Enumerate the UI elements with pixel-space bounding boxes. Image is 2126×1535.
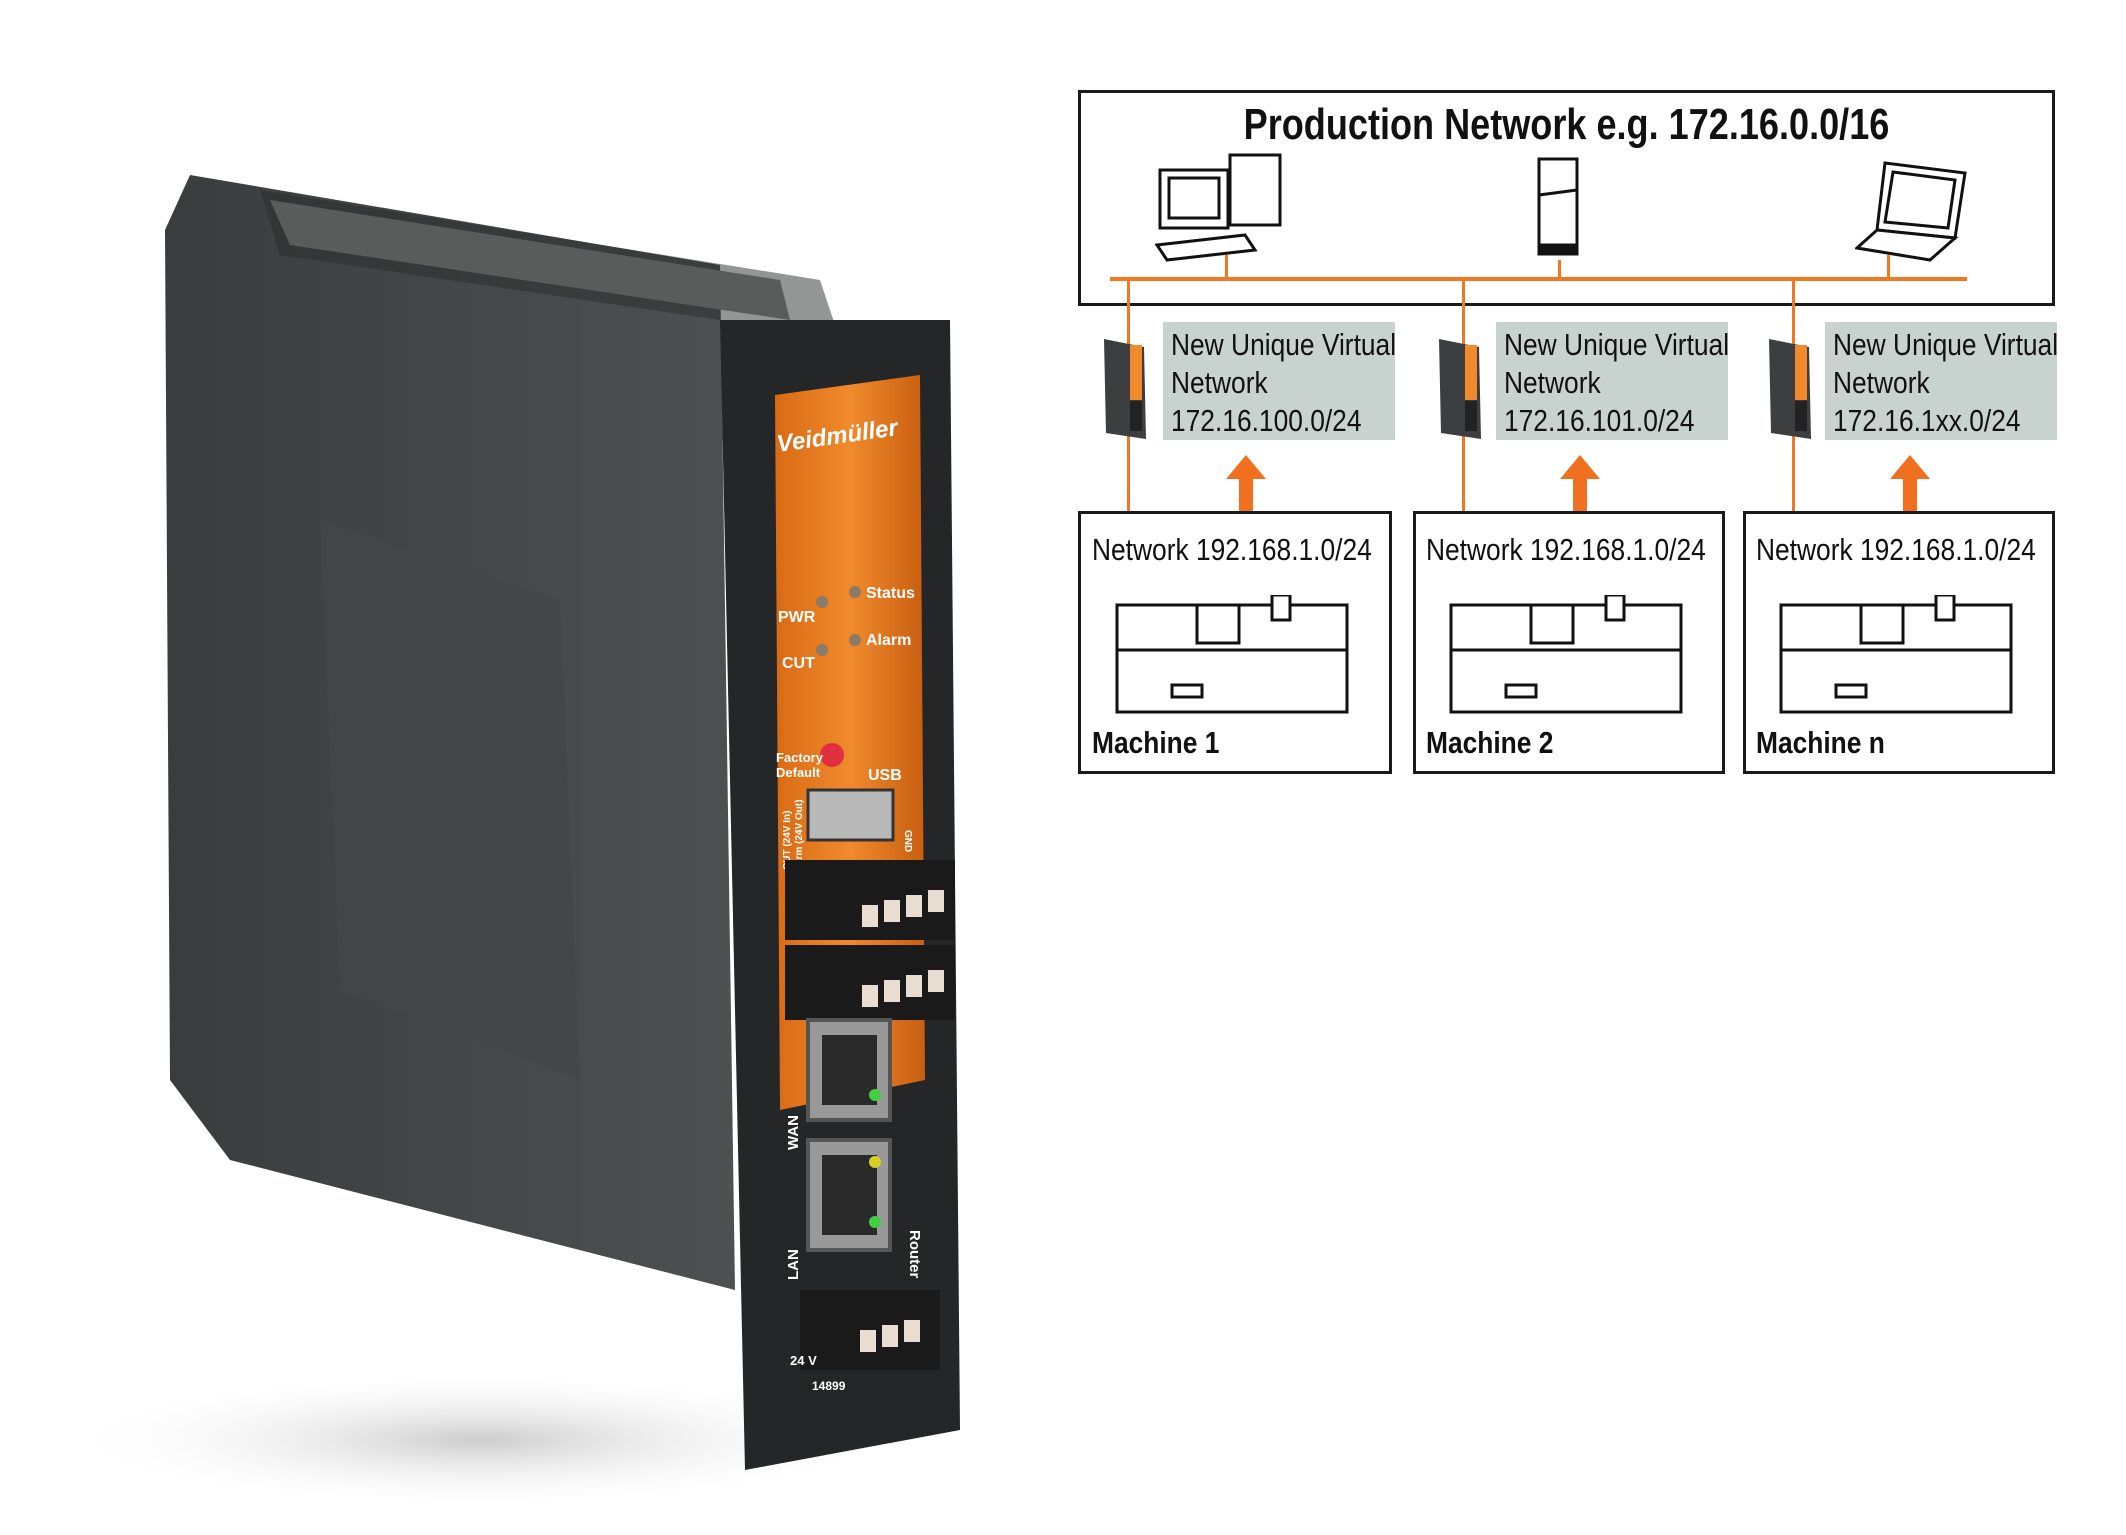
machine-label: Machine n [1756,725,1885,760]
alarm-out-label: Alarm (24V Out) [794,799,805,875]
status-led [849,586,861,598]
lan-label: LAN [785,1249,802,1280]
usb-port[interactable] [806,788,895,842]
power-label: 24 V [790,1353,817,1368]
arrow-up-icon [1890,455,1930,527]
wan-label: WAN [785,1115,802,1150]
cut-label: CUT [782,655,815,672]
machine-icon [1449,595,1683,714]
router-mini-icon [1104,339,1146,439]
virtual-network-box: New Unique Virtual Network 172.16.100.0/… [1163,322,1397,440]
factory-default-button[interactable] [820,743,844,767]
router-mini-icon [1439,339,1481,439]
alarm-led [849,634,861,646]
machine-label: Machine 1 [1092,725,1220,760]
machine-icon [1115,595,1349,714]
arrow-up-icon [1560,455,1600,527]
vnet-label: New Unique Virtual [1504,327,1730,362]
router-label: Router [906,1230,923,1278]
arrow-up-icon [1226,455,1266,527]
vnet-label: New Unique Virtual [1171,327,1397,362]
virtual-network-box: New Unique Virtual Network 172.16.101.0/… [1496,322,1730,440]
machine-label: Machine 2 [1426,725,1554,760]
vnet-subnet: 172.16.1xx.0/24 [1833,403,2021,438]
diagram-title: Production Network e.g. 172.16.0.0/16 [1243,100,1890,149]
terminal-block-bottom [785,945,955,1020]
factory-label-2: Default [776,765,821,780]
status-label: Status [866,585,915,602]
laptop-icon [1855,161,1967,262]
machine-network-label: Network 192.168.1.0/24 [1426,532,1706,567]
server-icon [1537,157,1579,256]
desktop-pc-icon [1155,153,1282,262]
gnd-label: GND [902,830,913,852]
vnet-label: Network [1171,365,1268,400]
router-device-photo: Veidmüller PWR Status CUT Alarm Factory … [60,175,960,1510]
machine-network-label: Network 192.168.1.0/24 [1756,532,2036,567]
factory-label-1: Factory [776,750,824,765]
virtual-network-box: New Unique Virtual Network 172.16.1xx.0/… [1825,322,2059,440]
cut-led [816,644,828,656]
part-number: 14899 [812,1379,846,1393]
pwr-label: PWR [778,609,816,626]
vnet-label: Network [1833,365,1930,400]
machine-icon [1779,595,2013,714]
vnet-subnet: 172.16.101.0/24 [1504,403,1695,438]
vnet-label: Network [1504,365,1601,400]
usb-label: USB [868,767,902,784]
vnet-subnet: 172.16.100.0/24 [1171,403,1362,438]
cut-in-label: CUT (24V In) [782,811,793,870]
vnet-label: New Unique Virtual [1833,327,2059,362]
pwr-led [816,596,828,608]
production-bus-line [1110,277,1967,281]
alarm-label: Alarm [866,632,911,649]
router-mini-icon [1769,339,1811,439]
machine-network-label: Network 192.168.1.0/24 [1092,532,1372,567]
